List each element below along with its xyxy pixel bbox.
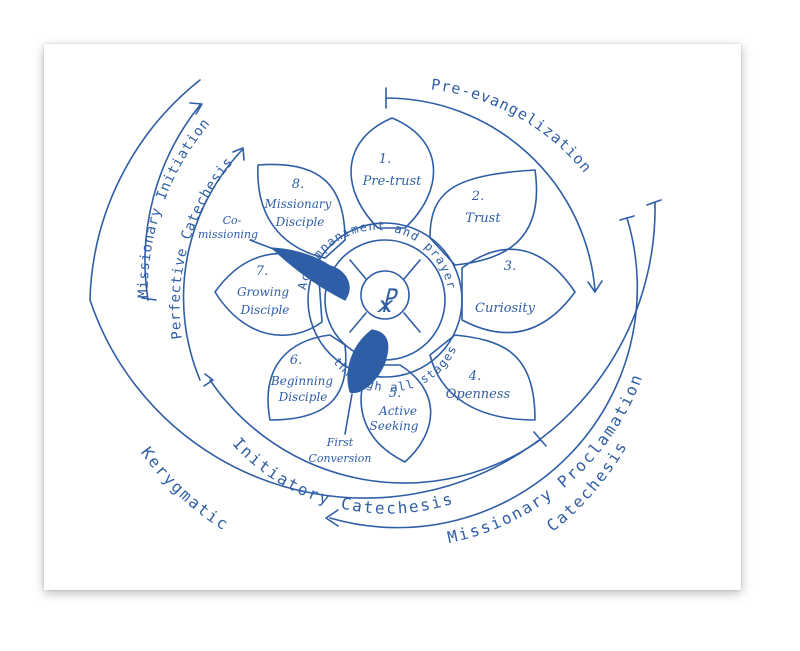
pre-evangelization-arc [385, 87, 596, 291]
petal-1-num: 1. [379, 152, 391, 167]
petal-5-label2: Seeking [370, 419, 419, 433]
pre-evangelization-arrowhead [587, 280, 603, 293]
missionary-proclamation-tick [619, 215, 635, 221]
petal-6 [267, 334, 347, 421]
first-conversion-label-line1: First [326, 436, 354, 449]
petal-2-num: 2. [471, 189, 484, 204]
perfective-catechesis-arrowhead [232, 147, 245, 161]
annotations: Co- missioning First Conversion [198, 214, 372, 465]
petal-5-label1: Active [378, 404, 417, 418]
first-conversion-pointer [344, 393, 353, 435]
chi-rho-icon: ☧ [375, 288, 399, 319]
petal-2-label: Trust [465, 211, 501, 226]
perfective-catechesis-arc [182, 149, 243, 381]
pre-evangelization-label: Pre-evangelization [430, 75, 596, 176]
inner-ring [324, 239, 446, 361]
petal-4-num: 4. [468, 369, 481, 384]
petal-8-label1: Missionary [264, 197, 332, 211]
outer-ring [307, 222, 463, 378]
petal-8 [257, 163, 346, 259]
petal-labels: 1. Pre-trust 2. Trust 3. Curiosity 4. Op… [237, 152, 536, 433]
flower-petals [214, 117, 576, 463]
ring-spokes [349, 259, 421, 333]
outer-arcs [89, 79, 662, 529]
petal-1-label: Pre-trust [362, 174, 423, 189]
petal-7-label2: Disciple [240, 303, 290, 317]
first-conversion-label-line2: Conversion [309, 452, 372, 465]
commissioning-label-line2: missioning [198, 228, 258, 241]
petal-2 [429, 169, 538, 266]
perfective-catechesis-label: Perfective Catechesis [168, 154, 237, 340]
kerygmatic-label: Kerygmatic [137, 443, 233, 534]
petal-1 [350, 117, 435, 229]
commissioning-shading [270, 247, 350, 301]
petal-6-label1: Beginning [270, 374, 333, 388]
petal-8-num: 8. [292, 177, 304, 192]
center-circle [360, 270, 410, 320]
commissioning-pointer [249, 239, 277, 251]
petal-8-label2: Disciple [275, 215, 325, 229]
petal-4 [429, 334, 536, 421]
missionary-proclamation-arc [329, 217, 639, 529]
commissioning-label-line1: Co- [223, 214, 242, 227]
initiatory-catechesis-start-arrow [203, 373, 214, 387]
missionary-initiation-arc [144, 104, 201, 301]
petal-4-label: Openness [446, 387, 511, 402]
diagram-card [44, 44, 741, 590]
petal-5-num: 5. [389, 386, 401, 401]
petal-3-num: 3. [504, 259, 516, 274]
petal-3-label: Curiosity [475, 301, 536, 316]
petal-6-label2: Disciple [278, 390, 328, 404]
missionary-proclamation-arrowhead [325, 509, 339, 527]
missionary-initiation-arrowhead [189, 102, 203, 115]
first-conversion-shading [347, 329, 389, 393]
petal-3 [461, 248, 576, 334]
petal-7-label1: Growing [237, 285, 289, 299]
kerygmatic-catechesis-arc [89, 79, 662, 499]
missionary-initiation-tick [141, 297, 157, 301]
center-rings [307, 222, 463, 378]
petal-7-num: 7. [256, 264, 268, 279]
petal-6-num: 6. [290, 353, 302, 368]
